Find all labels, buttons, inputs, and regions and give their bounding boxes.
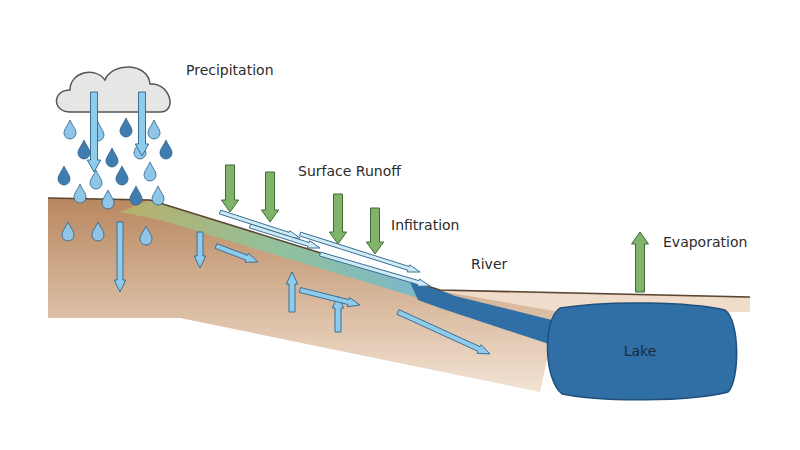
raindrop bbox=[160, 140, 172, 159]
flow-arrow bbox=[261, 172, 278, 222]
raindrop bbox=[90, 170, 102, 189]
flow-arrow bbox=[135, 92, 148, 156]
flow-arrow bbox=[114, 222, 125, 292]
lake-water bbox=[547, 303, 736, 400]
process-label: River bbox=[471, 256, 507, 273]
raindrop bbox=[62, 222, 74, 241]
process-label: Precipitation bbox=[186, 62, 274, 79]
raindrop bbox=[78, 140, 90, 159]
raindrop bbox=[74, 184, 86, 203]
flow-arrow bbox=[632, 232, 649, 292]
flow-arrow bbox=[329, 194, 346, 244]
raindrop bbox=[148, 120, 160, 139]
cloud bbox=[57, 67, 171, 112]
raindrop bbox=[116, 166, 128, 185]
flow-arrow bbox=[286, 272, 297, 312]
flow-arrow bbox=[299, 288, 360, 307]
raindrop bbox=[152, 186, 164, 205]
raindrops bbox=[58, 118, 172, 245]
flow-arrow bbox=[366, 208, 383, 254]
raindrop bbox=[120, 118, 132, 137]
raindrop bbox=[58, 166, 70, 185]
lake-body: Lake bbox=[540, 300, 740, 402]
surface-layer bbox=[120, 200, 440, 300]
flow-arrow bbox=[194, 232, 205, 268]
raindrop bbox=[144, 162, 156, 181]
ground-line bbox=[48, 198, 750, 297]
node-text: Lake bbox=[624, 343, 657, 359]
raindrop bbox=[140, 226, 152, 245]
process-label: Infitration bbox=[391, 217, 459, 234]
flow-arrow bbox=[397, 310, 490, 354]
raindrop bbox=[92, 222, 104, 241]
flow-arrow bbox=[219, 210, 300, 238]
raindrop bbox=[106, 148, 118, 167]
process-label: Surface Runoff bbox=[298, 163, 401, 180]
process-label: Evaporation bbox=[663, 234, 747, 251]
flow-arrow bbox=[215, 244, 258, 263]
raindrop bbox=[130, 186, 142, 205]
flow-arrow bbox=[87, 92, 100, 172]
flow-arrow bbox=[319, 252, 430, 286]
raindrop bbox=[102, 190, 114, 209]
flow-arrow bbox=[221, 165, 238, 212]
raindrop bbox=[64, 120, 76, 139]
